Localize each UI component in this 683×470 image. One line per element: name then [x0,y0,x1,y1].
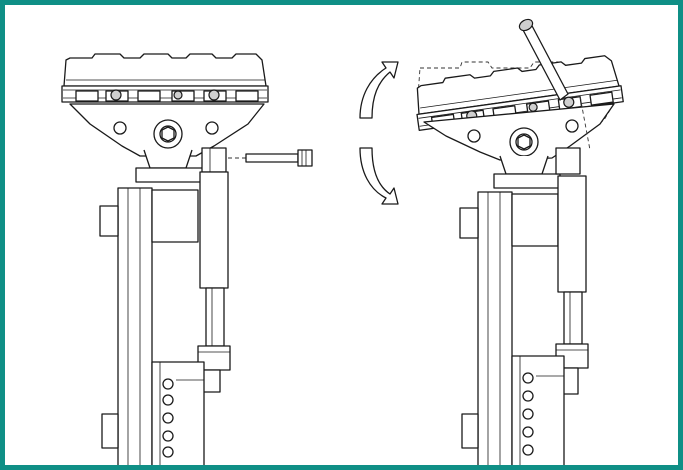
left-screw [228,149,313,167]
left-assembly [61,53,313,465]
right-assembly [416,18,624,465]
curved-arrow-up-icon [359,61,399,119]
right-lever [518,18,569,101]
right-column [459,175,589,465]
curved-arrow-down-icon [359,147,399,205]
left-rail-platform [61,53,269,103]
left-clamp-head [69,103,265,157]
left-column [99,171,231,465]
right-clamp-head [423,103,615,161]
